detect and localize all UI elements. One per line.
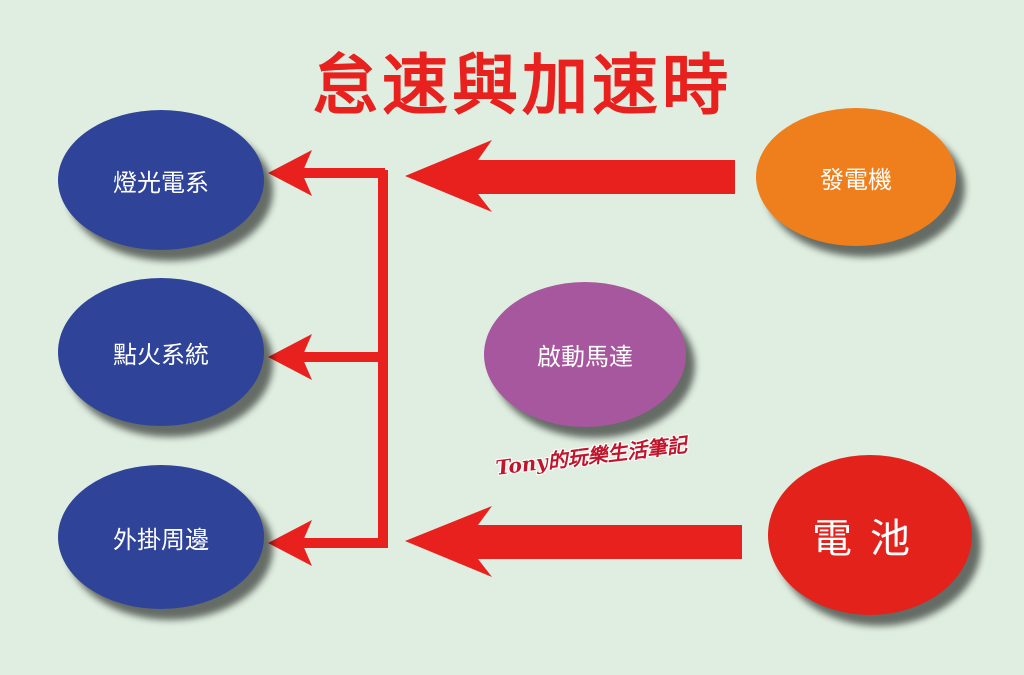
node-lighting-system: 燈光電系 bbox=[58, 110, 264, 250]
node-battery: 電池 bbox=[768, 455, 972, 615]
node-starter-motor: 啟動馬達 bbox=[484, 282, 686, 427]
arrow-to-lighting bbox=[268, 150, 385, 196]
node-lighting-label: 燈光電系 bbox=[113, 168, 209, 197]
node-battery-label: 電池 bbox=[812, 516, 928, 562]
diagram-title: 怠速與加速時 bbox=[312, 47, 732, 124]
arrow-to-ignition bbox=[268, 334, 385, 380]
node-ignition-system: 點火系統 bbox=[58, 278, 264, 426]
node-ignition-label: 點火系統 bbox=[113, 340, 209, 369]
node-starter-label: 啟動馬達 bbox=[537, 343, 633, 371]
node-accessories: 外掛周邊 bbox=[58, 465, 264, 609]
arrow-from-battery bbox=[405, 506, 742, 577]
node-generator: 發電機 bbox=[756, 108, 956, 246]
node-generator-label: 發電機 bbox=[820, 165, 892, 194]
arrow-to-accessories bbox=[268, 520, 385, 566]
arrow-from-generator bbox=[405, 140, 735, 212]
node-accessories-label: 外掛周邊 bbox=[113, 525, 209, 554]
